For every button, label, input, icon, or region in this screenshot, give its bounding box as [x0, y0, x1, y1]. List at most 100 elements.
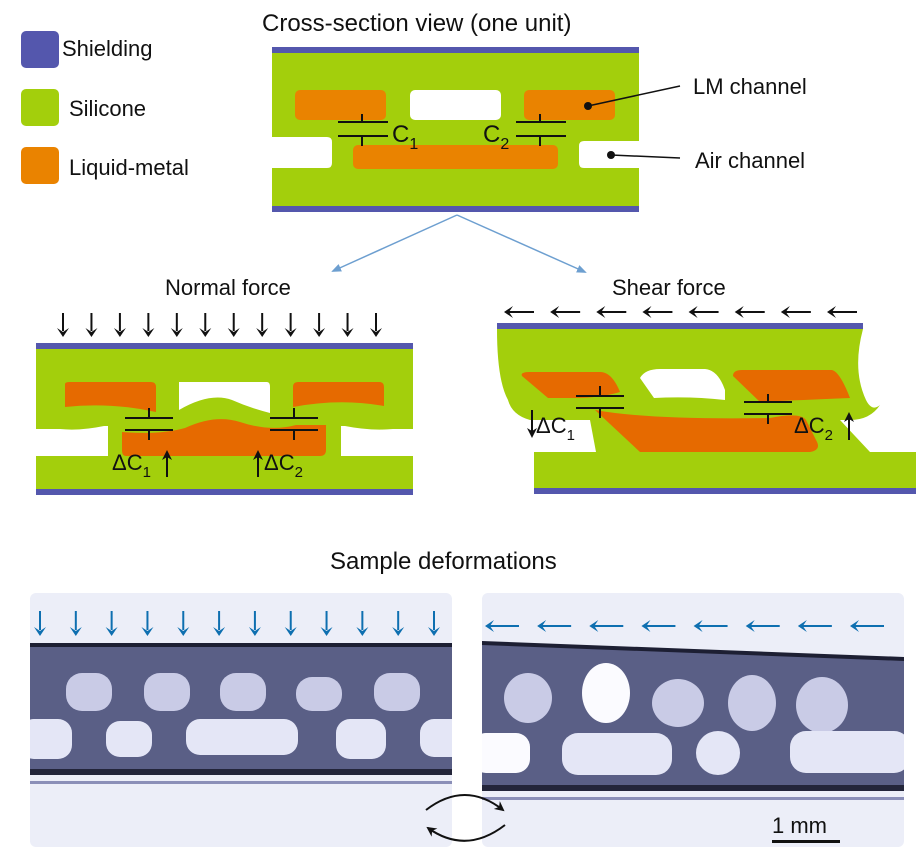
photo-left-arrow-icon: [485, 620, 519, 632]
arrow-to-shear: [456, 214, 587, 273]
air-channel-top: [410, 90, 501, 120]
c2-label: C2: [483, 121, 509, 153]
photo-down-arrow-icon: [34, 611, 46, 636]
legend-swatch-shielding: [21, 31, 59, 68]
photo-shear-strip-edge-bottom: [482, 785, 904, 791]
normal-lm-right: [293, 382, 384, 407]
air-callout-line: [610, 154, 681, 159]
shear-dc1-label: ΔC1: [536, 413, 575, 444]
shear-shield-top: [497, 323, 863, 329]
normal-air-left: [36, 426, 108, 456]
force-left-arrow-icon: [688, 306, 719, 318]
force-left-arrow-icon: [504, 306, 534, 318]
photo-down-arrow-icon: [320, 611, 333, 636]
shear-lm-left: [521, 372, 620, 398]
normal-dc1-label: ΔC1: [112, 450, 151, 481]
lm-callout-line: [587, 85, 681, 107]
photo-down-arrow-icon: [284, 611, 297, 636]
photo-down-arrow-icon: [356, 611, 369, 636]
force-left-arrow-icon: [827, 306, 857, 318]
force-down-arrow-icon: [341, 313, 354, 337]
force-down-arrow-icon: [142, 313, 155, 337]
photo-left-arrow-icon: [797, 620, 832, 632]
normal-lm-left: [65, 382, 156, 412]
photo-normal-lm-voids: [30, 719, 452, 759]
shear-lm-right: [733, 370, 850, 402]
photo-down-arrow-icon: [213, 611, 226, 636]
air-channel-callout: Air channel: [695, 148, 806, 173]
photo-normal-strip-edge-top: [30, 643, 452, 647]
force-down-arrow-icon: [256, 313, 269, 337]
normal-silicone-body: [36, 349, 413, 489]
force-left-arrow-icon: [596, 306, 627, 318]
force-down-arrow-icon: [370, 313, 382, 337]
photo-normal-strip-edge-bottom: [30, 769, 452, 775]
normal-force-arrows: [57, 313, 382, 337]
lm-channel-right: [524, 90, 615, 120]
force-down-arrow-icon: [313, 313, 326, 337]
photo-down-arrow-icon: [428, 611, 440, 636]
lm-channel-left: [295, 90, 386, 120]
shield-bottom: [272, 206, 639, 212]
lm-channel-bottom: [353, 145, 558, 169]
photo-shear-arrows: [485, 620, 884, 632]
photo-down-arrow-icon: [105, 611, 118, 636]
force-left-arrow-icon: [734, 306, 765, 318]
photo-normal-air-voids: [66, 673, 420, 711]
photo-shear-lm-voids: [482, 731, 904, 775]
normal-capacitor-2-icon: [270, 408, 318, 440]
lm-channel-callout: LM channel: [693, 74, 807, 99]
normal-air-top: [179, 382, 270, 413]
photo-left-arrow-icon: [641, 620, 676, 632]
air-callout-dot: [607, 151, 615, 159]
normal-lm-bottom: [122, 419, 326, 456]
shear-lm-bottom: [595, 410, 818, 452]
force-down-arrow-icon: [113, 313, 126, 337]
photo-down-arrow-icon: [248, 611, 261, 636]
photo-down-arrow-icon: [177, 611, 190, 636]
scale-bar: [772, 840, 840, 843]
shear-force-title: Shear force: [612, 275, 726, 300]
photo-shear-air-voids: [504, 663, 848, 733]
shear-air-top: [640, 369, 725, 400]
photo-shear-strip-edge-top: [482, 641, 904, 661]
photo-normal-arrows: [34, 611, 440, 636]
photo-down-arrow-icon: [69, 611, 82, 636]
photo-down-arrow-icon: [392, 611, 405, 636]
silicone-body: [272, 53, 639, 206]
shear-air-left: [534, 420, 596, 452]
legend-swatch-liquid-metal: [21, 147, 59, 184]
scale-bar-label: 1 mm: [772, 813, 827, 838]
shear-capacitor-1-icon: [576, 386, 624, 418]
force-down-arrow-icon: [284, 313, 297, 337]
photo-normal-substrate-line: [30, 781, 452, 784]
shear-dc2-label: ΔC2: [794, 413, 833, 444]
shear-force-diagram: ΔC1 ΔC2: [497, 306, 916, 494]
shear-capacitor-2-icon: [744, 394, 792, 424]
normal-force-diagram: ΔC1 ΔC2: [36, 313, 413, 495]
legend-label-silicone: Silicone: [69, 96, 147, 121]
lm-callout-dot: [584, 102, 592, 110]
shear-shield-bottom: [534, 488, 916, 494]
sample-photo-shear: 1 mm: [482, 593, 904, 847]
normal-shield-top: [36, 343, 413, 349]
cross-section-unit: C1 C2: [272, 47, 681, 212]
legend-label-shielding: Shielding: [62, 36, 153, 61]
photo-left-arrow-icon: [693, 620, 728, 632]
force-left-arrow-icon: [780, 306, 811, 318]
cross-section-title: Cross-section view (one unit): [262, 10, 572, 37]
force-down-arrow-icon: [170, 313, 183, 337]
air-channel-left: [272, 137, 332, 168]
photo-shear-substrate-line: [482, 797, 904, 800]
shear-air-right: [840, 420, 916, 452]
c1-label: C1: [392, 121, 418, 153]
shear-force-arrows: [504, 306, 857, 318]
photo-left-arrow-icon: [745, 620, 780, 632]
photo-left-arrow-icon: [589, 620, 624, 632]
normal-capacitor-1-icon: [125, 408, 173, 440]
normal-shield-bottom: [36, 489, 413, 495]
normal-air-right: [341, 426, 413, 456]
photo-left-arrow-icon: [537, 620, 572, 632]
force-left-arrow-icon: [642, 306, 673, 318]
